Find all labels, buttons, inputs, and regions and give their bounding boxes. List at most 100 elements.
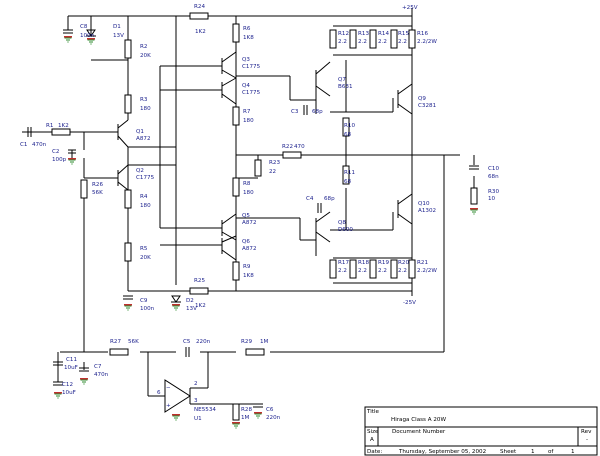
ref-C1: C1 xyxy=(20,142,28,148)
val-Q7: B631 xyxy=(338,84,353,90)
val-Q5: A872 xyxy=(242,220,257,226)
val-R9: 1K8 xyxy=(243,273,254,279)
val-C11: 10uF xyxy=(64,365,78,371)
val-R26: 56K xyxy=(92,190,103,196)
ref-C4: C4 xyxy=(306,196,314,202)
val-C5: 220n xyxy=(196,339,211,345)
rail-pos-label: +25V xyxy=(402,5,418,11)
ref-Q7: Q7 xyxy=(338,77,346,83)
sheet-value: 1 xyxy=(531,449,535,455)
val-R18: 2.2 xyxy=(358,268,367,274)
ref-Q6: Q6 xyxy=(242,239,250,245)
rail-neg-label: -25V xyxy=(403,300,416,306)
val-R27: 56K xyxy=(128,339,139,345)
val-Q4: C1775 xyxy=(242,90,261,96)
ref-C3: C3 xyxy=(291,109,299,115)
ref-C9: C9 xyxy=(140,298,148,304)
capacitors xyxy=(27,29,479,408)
val-U1-part: NE5534 xyxy=(194,407,216,413)
ref-R2: R2 xyxy=(140,44,147,50)
val-C9: 100n xyxy=(140,306,155,312)
ref-R10: R10 xyxy=(344,123,355,129)
ref-R4: R4 xyxy=(140,194,148,200)
ref-D1: D1 xyxy=(113,24,121,30)
zener-diodes xyxy=(86,29,181,303)
val-R28: 1M xyxy=(241,415,250,421)
val-C8: 100n xyxy=(80,33,95,39)
val-C6: 220n xyxy=(266,415,281,421)
ref-R15: R15 xyxy=(398,31,409,37)
ground-symbols xyxy=(53,35,479,429)
val-D1: 13V xyxy=(113,33,124,39)
val-R30: 10 xyxy=(488,196,496,202)
wires xyxy=(22,8,475,405)
val-R24: 1K2 xyxy=(195,29,206,35)
ref-U1: U1 xyxy=(194,416,202,422)
val-D2: 13V xyxy=(186,306,197,312)
ref-R5: R5 xyxy=(140,246,148,252)
val-C10: 68n xyxy=(488,174,499,180)
val-R14: 2.2 xyxy=(378,39,387,45)
opamp-u1: − + xyxy=(164,379,191,413)
ref-C2: C2 xyxy=(52,149,59,155)
val-R19: 2.2 xyxy=(378,268,387,274)
val-R2: 20K xyxy=(140,53,151,59)
val-R17: 2.2 xyxy=(338,268,347,274)
ref-R13: R13 xyxy=(358,31,369,37)
val-Q10: A1302 xyxy=(418,208,436,214)
val-R20: 2.2 xyxy=(398,268,407,274)
ref-Q4: Q4 xyxy=(242,83,250,89)
val-R10: 68 xyxy=(344,132,352,138)
val-Q1: A872 xyxy=(136,136,151,142)
val-R11: 68 xyxy=(344,179,352,185)
title-label: Title xyxy=(366,409,380,415)
date-label: Date: xyxy=(367,449,382,455)
val-C7: 470n xyxy=(94,372,109,378)
val-R12: 2.2 xyxy=(338,39,347,45)
val-R3: 180 xyxy=(140,106,151,112)
sheet-label: Sheet xyxy=(500,449,517,455)
val-R1: 1K2 xyxy=(58,123,69,129)
ref-C10: C10 xyxy=(488,166,499,172)
ref-R18: R18 xyxy=(358,260,369,266)
of-value: 1 xyxy=(571,449,575,455)
val-R6: 1K8 xyxy=(243,35,254,41)
val-R5: 20K xyxy=(140,255,151,261)
val-Q9: C3281 xyxy=(418,103,437,109)
ref-R28: R28 xyxy=(241,407,252,413)
val-C4: 68p xyxy=(324,196,335,202)
ref-C8: C8 xyxy=(80,24,88,30)
ref-R19: R19 xyxy=(378,260,389,266)
ref-R20: R20 xyxy=(398,260,409,266)
ref-R21: R21 xyxy=(417,260,428,266)
ref-R16: R16 xyxy=(417,31,428,37)
ref-R17: R17 xyxy=(338,260,349,266)
val-R8: 180 xyxy=(243,190,254,196)
val-Q8: D600 xyxy=(338,227,353,233)
val-R25: 1K2 xyxy=(195,303,206,309)
rev-value: - xyxy=(586,437,588,443)
val-C1: 470n xyxy=(32,142,47,148)
ref-R27: R27 xyxy=(110,339,121,345)
opamp-pin-3: 3 xyxy=(194,398,198,404)
component-labels: +25V -25V C8 100n D1 13V R24 1K2 R6 1K8 … xyxy=(20,4,499,422)
val-R13: 2.2 xyxy=(358,39,367,45)
val-R23: 22 xyxy=(269,169,276,175)
ref-R23: R23 xyxy=(269,160,280,166)
ref-R11: R11 xyxy=(344,170,355,176)
ref-R24: R24 xyxy=(194,4,205,10)
ref-Q3: Q3 xyxy=(242,57,250,63)
title-block: Title Hiraga Class A 20W Size A Document… xyxy=(364,406,598,456)
date-value: Thursday, September 05, 2002 xyxy=(398,449,486,455)
val-R22: 470 xyxy=(294,144,305,150)
ref-Q10: Q10 xyxy=(418,201,430,207)
val-R7: 180 xyxy=(243,118,254,124)
ref-C5: C5 xyxy=(183,339,191,345)
ref-R30: R30 xyxy=(488,189,499,195)
ref-R8: R8 xyxy=(243,181,251,187)
val-C3: 68p xyxy=(312,109,323,115)
ref-C11: C11 xyxy=(66,357,77,363)
val-R29: 1M xyxy=(260,339,269,345)
ref-R6: R6 xyxy=(243,26,251,32)
